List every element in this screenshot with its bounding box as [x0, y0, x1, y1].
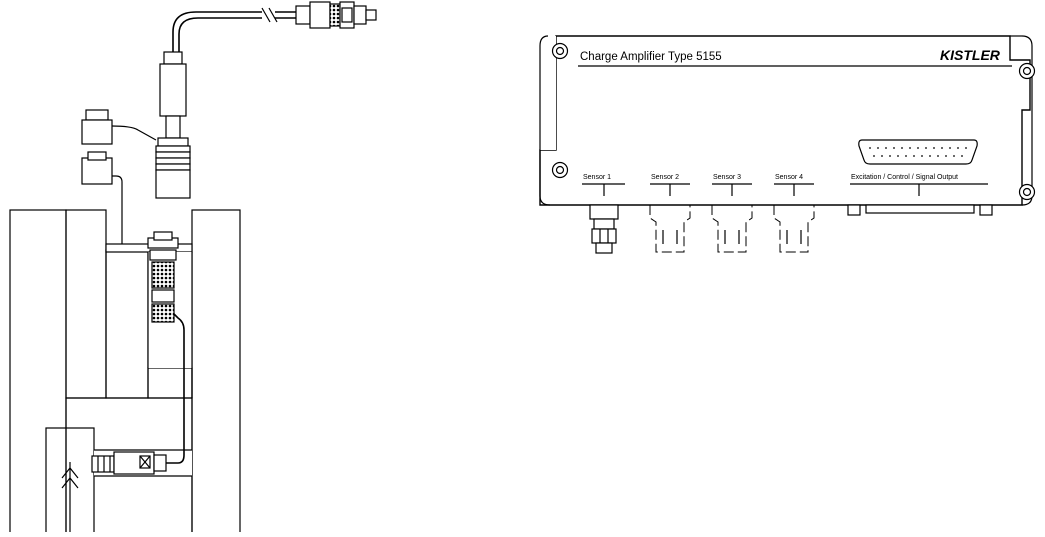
connector-pin: [925, 147, 927, 149]
connector-pin: [937, 155, 939, 157]
sensor-socket-2: [649, 205, 691, 253]
protective-cap-lower: [81, 151, 113, 185]
step-block: [147, 367, 193, 399]
connector-pin: [945, 155, 947, 157]
connector-pin: [921, 155, 923, 157]
right-block: [191, 209, 241, 532]
sensor-label-3: Sensor 3: [713, 174, 741, 181]
sensor-label-2: Sensor 2: [651, 174, 679, 181]
sensor-label-1: Sensor 1: [583, 174, 611, 181]
d-sub-connector-icon: [858, 139, 978, 165]
flow-channel: [45, 427, 95, 532]
connector-pin: [957, 147, 959, 149]
foot-left: [847, 204, 861, 216]
sensor-socket-3: [711, 205, 753, 253]
pressure-sensor: [91, 451, 167, 475]
connector-pin: [929, 155, 931, 157]
connector-pin: [889, 155, 891, 157]
connector-pin: [949, 147, 951, 149]
connector-pin: [897, 155, 899, 157]
mold-section: [9, 1, 377, 532]
flow-arrow-icon: [61, 462, 79, 532]
kistler-logo: KISTLER: [940, 47, 1001, 63]
screw-icon: [551, 161, 569, 179]
connector-pin: [905, 155, 907, 157]
cap-leash: [111, 125, 157, 141]
cap-cable: [108, 175, 123, 244]
output-connector-rail: [865, 204, 975, 214]
screw-icon: [1018, 183, 1036, 201]
connector-pin: [941, 147, 943, 149]
screw-icon: [1018, 62, 1036, 80]
protective-cap-upper: [81, 109, 113, 145]
sensor-label-4: Sensor 4: [775, 174, 803, 181]
cavity-connector: [147, 231, 179, 323]
cable-connector: [155, 51, 191, 199]
foot-right: [979, 204, 993, 216]
connector-pin: [909, 147, 911, 149]
connector-pin: [869, 147, 871, 149]
sensor-1-bnc-icon: [589, 204, 619, 254]
connector-pin: [885, 147, 887, 149]
connector-pin: [953, 155, 955, 157]
connector-pin: [893, 147, 895, 149]
connector-pin: [961, 155, 963, 157]
connector-pin: [933, 147, 935, 149]
left-inner-block: [65, 209, 107, 399]
connector-pin: [917, 147, 919, 149]
bnc-cable: [172, 11, 262, 52]
center-column: [105, 249, 149, 399]
left-outer-block: [9, 209, 67, 532]
output-label: Excitation / Control / Signal Output: [851, 174, 958, 181]
amplifier-title: Charge Amplifier Type 5155: [580, 51, 722, 63]
connector-pin: [913, 155, 915, 157]
charge-amplifier: Charge Amplifier Type 5155 KISTLER Senso…: [539, 35, 1036, 254]
connector-pin: [965, 147, 967, 149]
connector-pin: [877, 147, 879, 149]
screw-icon: [551, 42, 569, 60]
sensor-cable: [166, 311, 185, 464]
connector-pin: [873, 155, 875, 157]
connector-pin: [881, 155, 883, 157]
connector-pin: [901, 147, 903, 149]
bnc-connector-icon: [295, 1, 377, 29]
sensor-socket-4: [773, 205, 815, 253]
